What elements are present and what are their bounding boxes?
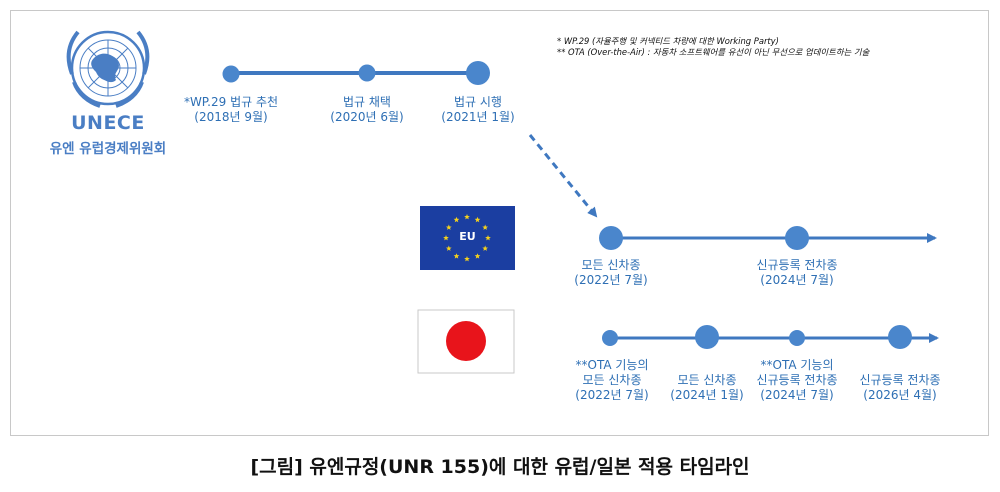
eu-star-icon [443, 235, 449, 241]
unece-label-2: 법규 채택(2020년 6월) [330, 95, 404, 124]
eu-star-icon [485, 235, 491, 241]
eu-node-2 [785, 226, 809, 250]
eu-star-icon [482, 224, 489, 230]
eu-star-icon [453, 253, 460, 259]
eu-star-icon [474, 253, 481, 259]
eu-star-icon [464, 214, 470, 220]
unece-label-1: *WP.29 법규 추천(2018년 9월) [183, 95, 279, 124]
unece-node-3 [466, 61, 490, 85]
figure-caption: [그림] 유엔규정(UNR 155)에 대한 유럽/일본 적용 타임라인 [250, 456, 750, 478]
japan-node-4 [888, 325, 912, 349]
eu-flag [420, 206, 515, 270]
eu-label-2: 신규등록 전차종(2024년 7월) [756, 258, 838, 287]
un-emblem-icon [66, 30, 150, 108]
japan-label-4: 신규등록 전차종(2026년 4월) [859, 373, 941, 402]
eu-star-icon [474, 216, 481, 223]
japan-label-2: 모든 신차종(2024년 1월) [670, 373, 744, 402]
japan-node-1 [602, 330, 618, 346]
unece-node-1 [222, 65, 240, 83]
dashed-connector-arrow [528, 134, 598, 218]
unece-node-2 [358, 64, 376, 82]
eu-label-1: 모든 신차종(2022년 7월) [574, 258, 648, 287]
eu-star-icon [464, 256, 470, 262]
unece-korean-name: 유엔 유럽경제위원회 [49, 141, 167, 157]
footnote-ota: ** OTA (Over-the-Air) : 자동차 소프트웨어를 유선이 아… [557, 47, 870, 57]
unece-label-3: 법규 시행(2021년 1월) [441, 95, 515, 124]
unece-logo-text: UNECE [71, 112, 145, 134]
japan-node-3 [789, 330, 805, 346]
eu-star-icon [445, 245, 452, 251]
eu-star-icon [453, 216, 460, 223]
japan-flag [417, 309, 515, 374]
footnote-wp29: * WP.29 (자율주행 및 커넥티드 차량에 대한 Working Part… [557, 36, 779, 46]
eu-star-icon [482, 245, 489, 251]
eu-star-icon [445, 224, 452, 230]
eu-flag-label: EU [459, 230, 476, 243]
eu-node-1 [599, 226, 623, 250]
japan-node-2 [695, 325, 719, 349]
